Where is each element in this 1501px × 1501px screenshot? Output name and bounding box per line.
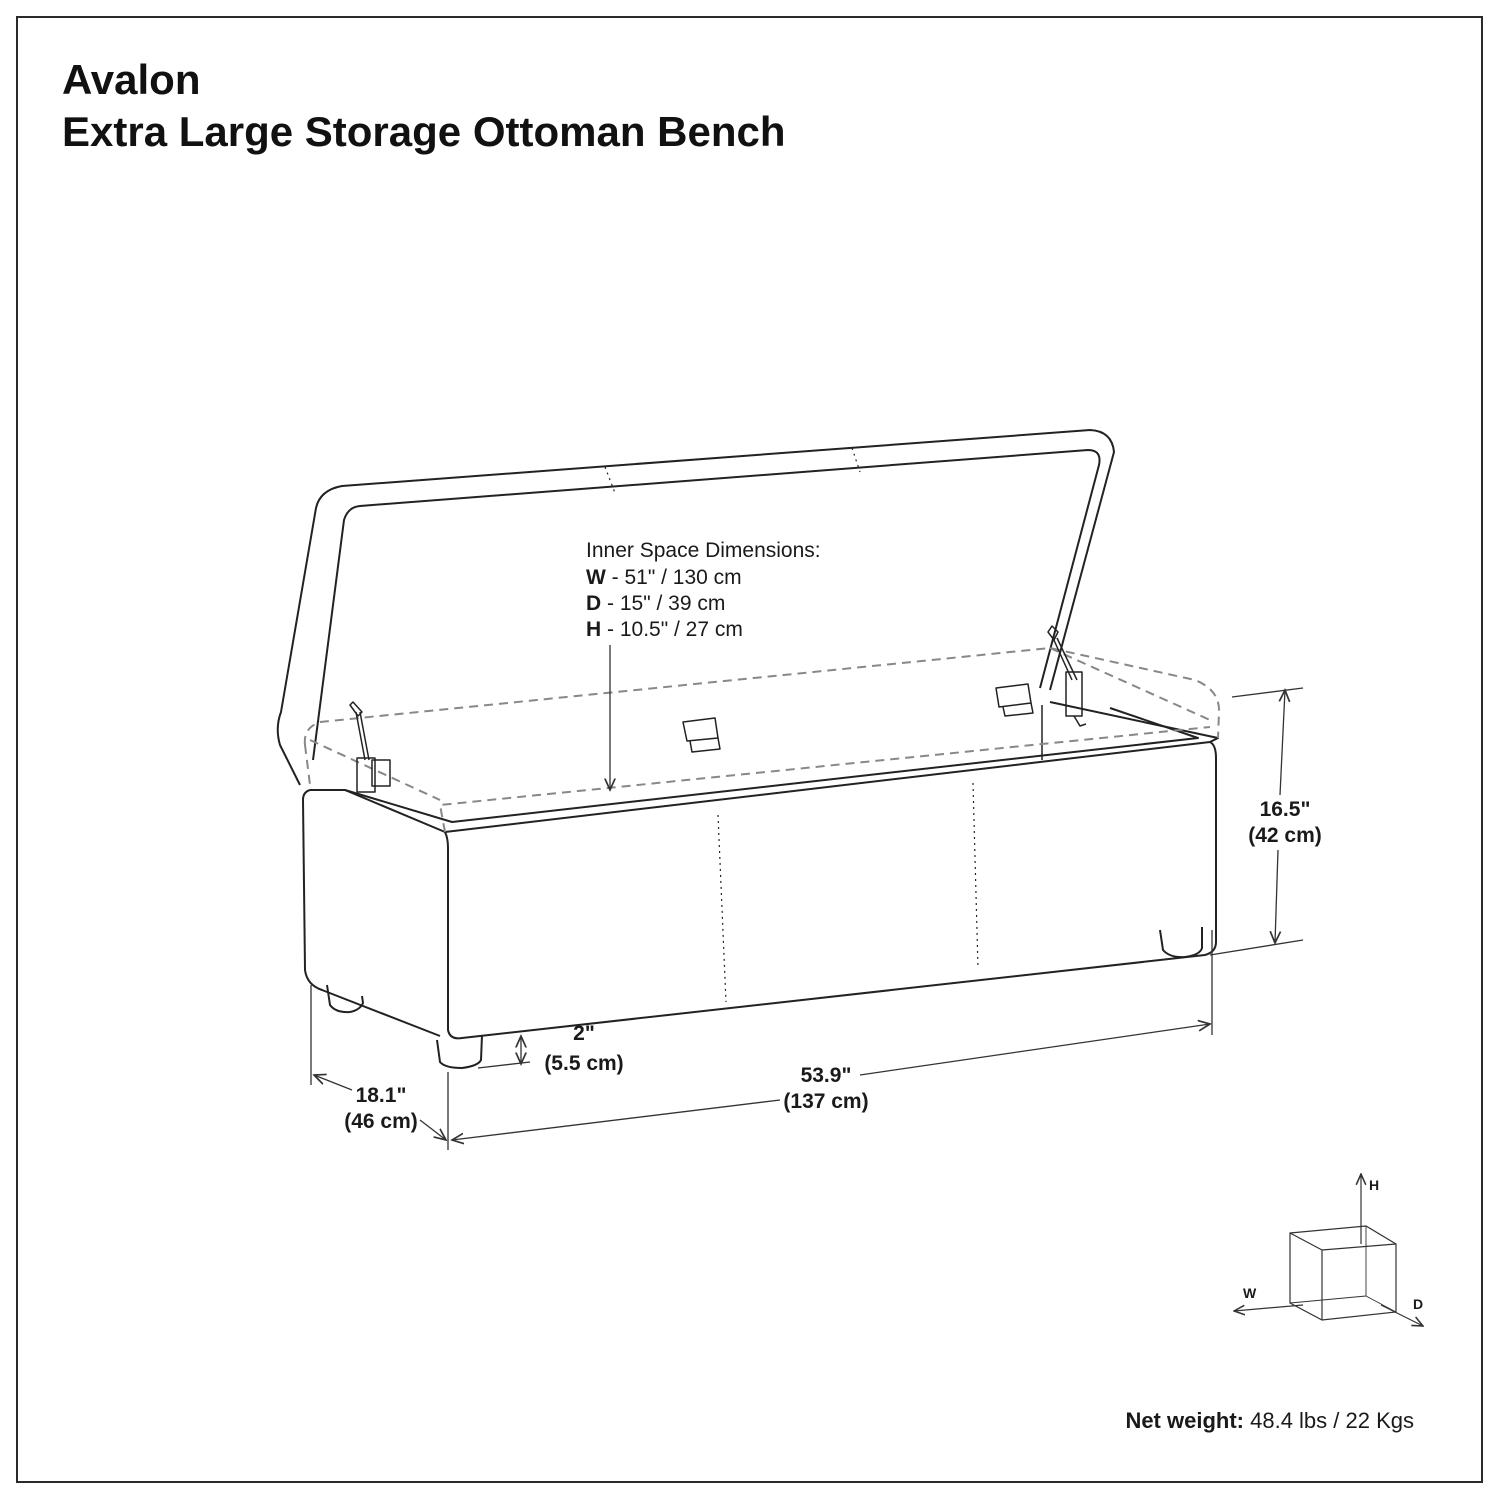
axis-h-label: H xyxy=(1369,1177,1379,1193)
latch-right xyxy=(995,683,1034,717)
net-weight-label: Net weight: xyxy=(1125,1408,1244,1433)
net-weight-value: 48.4 lbs / 22 Kgs xyxy=(1244,1408,1414,1433)
axis-d-label: D xyxy=(1413,1296,1423,1312)
latch-center xyxy=(682,717,721,753)
lid-seam-left xyxy=(604,466,616,494)
height-metric: (42 cm) xyxy=(1248,824,1322,847)
lid-outer xyxy=(276,429,1115,786)
net-weight: Net weight: 48.4 lbs / 22 Kgs xyxy=(1125,1408,1414,1434)
inner-width-value: - 51" / 130 cm xyxy=(606,566,742,589)
height-imperial: 16.5" xyxy=(1260,798,1311,821)
inner-width-row: W - 51" / 130 cm xyxy=(586,566,742,589)
width-dimension xyxy=(447,930,1213,1150)
box-rim-inner xyxy=(344,707,1199,823)
page-frame xyxy=(16,16,1483,1483)
hinge-left xyxy=(349,701,391,793)
depth-metric: (46 cm) xyxy=(344,1110,418,1133)
inner-space-block: Inner Space Dimensions: W - 51" / 130 cm… xyxy=(586,539,821,641)
inner-width-key: W xyxy=(586,566,606,589)
inner-depth-row: D - 15" / 39 cm xyxy=(586,592,725,615)
front-seam-left xyxy=(717,814,727,1003)
inner-depth-key: D xyxy=(586,592,601,615)
leg-dimension xyxy=(477,1036,531,1069)
lid-seam-right xyxy=(851,447,861,473)
inner-space-heading: Inner Space Dimensions: xyxy=(586,539,821,562)
leg-front-right xyxy=(1159,927,1203,959)
axis-legend-cube xyxy=(1234,1174,1423,1326)
leg-metric: (5.5 cm) xyxy=(544,1052,623,1075)
depth-imperial: 18.1" xyxy=(356,1084,407,1107)
bench-outline xyxy=(276,429,1221,1069)
closed-lid-ghost xyxy=(303,647,1221,833)
leg-front-left xyxy=(436,1034,483,1069)
inner-height-key: H xyxy=(586,618,601,641)
width-imperial: 53.9" xyxy=(801,1064,852,1087)
box-front xyxy=(444,741,1217,1040)
inner-depth-value: - 15" / 39 cm xyxy=(601,592,725,615)
hinge-right xyxy=(1047,625,1087,727)
box-rim-edge xyxy=(302,789,441,1037)
height-dimension xyxy=(1209,687,1304,956)
inner-height-row: H - 10.5" / 27 cm xyxy=(586,618,743,641)
inner-height-value: - 10.5" / 27 cm xyxy=(601,618,743,641)
box-top-rim xyxy=(310,701,1219,833)
front-seam-right xyxy=(972,782,979,969)
product-subtitle: Extra Large Storage Ottoman Bench xyxy=(62,108,786,155)
width-metric: (137 cm) xyxy=(783,1090,868,1113)
product-name: Avalon xyxy=(62,56,201,103)
leg-imperial: 2" xyxy=(573,1022,595,1045)
leg-back-left xyxy=(326,984,364,1014)
depth-dimension xyxy=(310,985,446,1140)
closed-lid-ghost-top xyxy=(309,647,1211,801)
lid-inner-panel xyxy=(312,449,1101,761)
axis-w-label: W xyxy=(1243,1285,1257,1301)
